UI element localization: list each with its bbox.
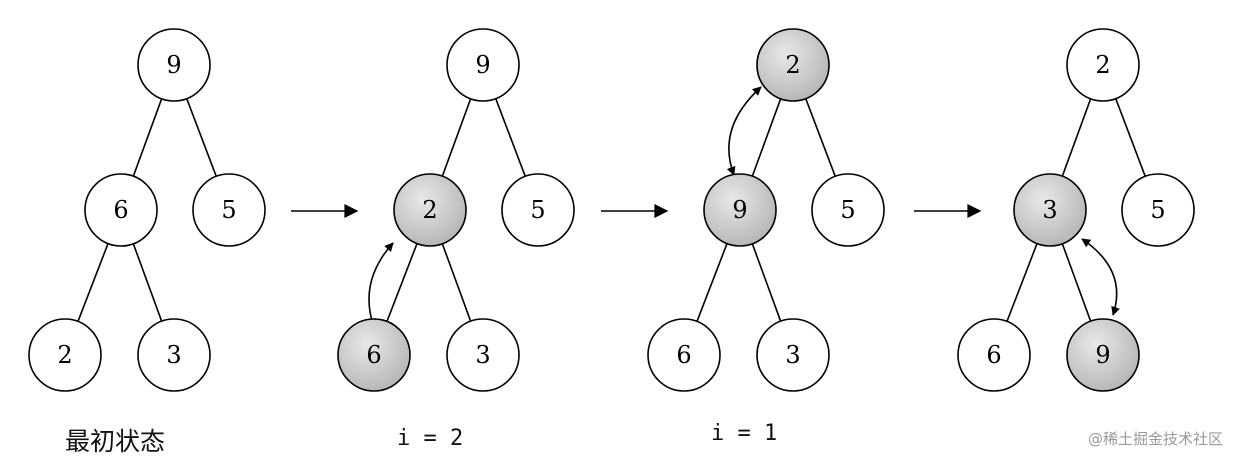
tree-3-node-2-label: 9 xyxy=(732,196,747,224)
tree-3-node-1-label: 2 xyxy=(785,51,800,79)
tree-2-node-3: 5 xyxy=(501,173,575,247)
tree-2-node-1-label: 9 xyxy=(475,51,490,79)
tree-2-node-4: 6 xyxy=(337,318,411,392)
tree-2-node-5-label: 3 xyxy=(475,341,490,369)
tree-4-edge-2 xyxy=(1115,98,1146,177)
tree-2-swap-arrow xyxy=(367,242,394,328)
tree-4-node-4: 6 xyxy=(957,318,1031,392)
tree-4-node-3: 5 xyxy=(1121,173,1195,247)
tree-1-node-1: 9 xyxy=(137,28,211,102)
tree-1-node-2-label: 6 xyxy=(113,196,128,224)
tree-3-swap-arrow xyxy=(726,86,762,176)
tree-4-node-5-label: 9 xyxy=(1095,341,1110,369)
tree-1-edge-2 xyxy=(186,98,217,177)
tree-3-node-2: 9 xyxy=(703,173,777,247)
tree-4-node-5: 9 xyxy=(1066,318,1140,392)
tree-4-node-2: 3 xyxy=(1013,173,1087,247)
caption-initial-state: 最初状态 xyxy=(65,427,166,456)
tree-2-node-5: 3 xyxy=(446,318,520,392)
tree-3-node-4: 6 xyxy=(647,318,721,392)
tree-1-node-2: 6 xyxy=(84,173,158,247)
tree-2-edge-1 xyxy=(441,98,472,177)
tree-2-edge-4 xyxy=(441,243,472,322)
tree-2-node-4-label: 6 xyxy=(366,341,381,369)
tree-2-edge-2 xyxy=(495,98,526,177)
tree-3-edge-1 xyxy=(751,98,782,177)
tree-4-swap-arrow xyxy=(1081,238,1120,316)
tree-1-node-3: 5 xyxy=(192,173,266,247)
tree-1-edge-4 xyxy=(132,243,163,322)
tree-4-edge-1 xyxy=(1061,98,1092,177)
tree-4-node-1-label: 2 xyxy=(1095,51,1110,79)
tree-2-edge-3 xyxy=(386,243,418,322)
tree-1-edge-3 xyxy=(77,243,109,322)
tree-4-node-1: 2 xyxy=(1066,28,1140,102)
tree-2-node-1: 9 xyxy=(446,28,520,102)
tree-3-node-4-label: 6 xyxy=(676,341,691,369)
tree-3-node-3-label: 5 xyxy=(840,196,855,224)
tree-1-node-5: 3 xyxy=(137,318,211,392)
tree-4-node-4-label: 6 xyxy=(986,341,1001,369)
tree-3-node-1: 2 xyxy=(756,28,830,102)
caption-step-i-2: i = 2 xyxy=(397,426,464,451)
tree-1-node-5-label: 3 xyxy=(166,341,181,369)
tree-1-node-4-label: 2 xyxy=(57,341,72,369)
tree-2-node-2: 2 xyxy=(393,173,467,247)
tree-3-node-3: 5 xyxy=(811,173,885,247)
tree-1-node-1-label: 9 xyxy=(166,51,181,79)
watermark: @稀土掘金技术社区 xyxy=(1087,430,1223,448)
tree-4-node-2-label: 3 xyxy=(1042,196,1057,224)
tree-3-edge-4 xyxy=(751,243,782,322)
tree-3-node-5: 3 xyxy=(756,318,830,392)
tree-4-edge-4 xyxy=(1061,243,1092,322)
tree-1-node-4: 2 xyxy=(28,318,102,392)
tree-2-node-3-label: 5 xyxy=(530,196,545,224)
tree-1-node-3-label: 5 xyxy=(221,196,236,224)
tree-4-edge-3 xyxy=(1006,243,1038,322)
tree-3-node-5-label: 3 xyxy=(785,341,800,369)
tree-3-edge-2 xyxy=(805,98,836,177)
tree-3-edge-3 xyxy=(696,243,728,322)
tree-4-node-3-label: 5 xyxy=(1150,196,1165,224)
tree-1-edge-1 xyxy=(132,98,163,177)
tree-2-node-2-label: 2 xyxy=(422,196,437,224)
caption-step-i-1: i = 1 xyxy=(711,421,778,446)
